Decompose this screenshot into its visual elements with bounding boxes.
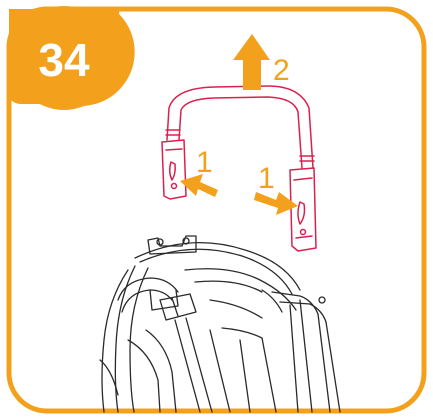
press-step-label-left: 1: [196, 146, 213, 179]
press-step-label-right: 1: [258, 162, 275, 195]
stroller-illustration: [100, 236, 340, 412]
bumper-bar: [162, 86, 316, 251]
lift-arrow-icon: [233, 34, 270, 90]
step-number: 34: [38, 34, 90, 86]
lift-step-label: 2: [273, 54, 290, 87]
